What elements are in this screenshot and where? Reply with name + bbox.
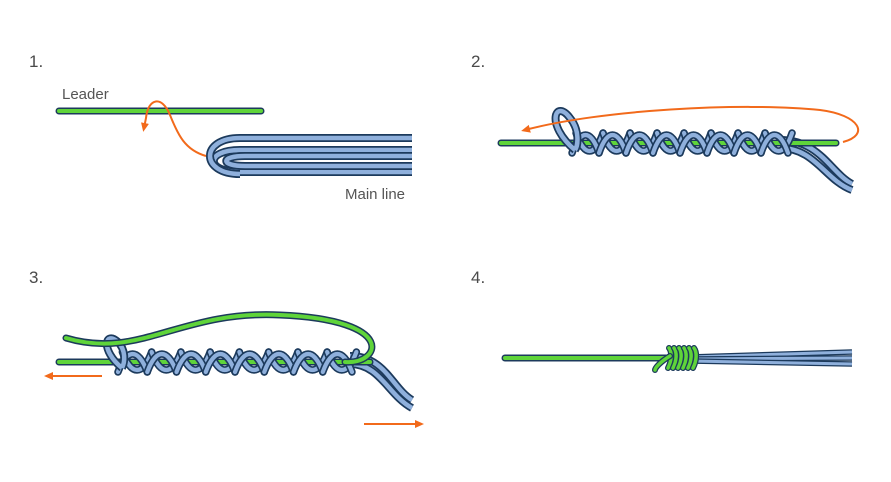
- main-line-label: Main line: [345, 186, 406, 203]
- wrap-front-fill: [596, 132, 629, 156]
- step-4-tag-end-fill: [653, 354, 672, 372]
- knot-turn-fill: [671, 346, 678, 370]
- wrap-front-fill: [203, 351, 238, 375]
- wrap-front-fill: [291, 351, 325, 375]
- step-3-wraps: [114, 348, 361, 376]
- step-2-illustration: [497, 105, 860, 194]
- knot-turn-fill: [686, 346, 693, 370]
- step-3-leader-arc: [62, 311, 376, 366]
- wrap-front-fill: [758, 132, 791, 156]
- step-1-main-line-loop: [206, 134, 412, 178]
- wrap-front-fill: [262, 351, 296, 375]
- step-2-loop-start-fill: [553, 108, 580, 152]
- step-4-number: 4.: [471, 268, 486, 287]
- wrap-front-fill: [677, 132, 710, 156]
- knot-turn-fill: [681, 346, 688, 370]
- step-1-illustration: [55, 100, 412, 178]
- step-4-knot: [665, 345, 700, 371]
- step-4-illustration: [501, 345, 853, 373]
- knot-turn-fill: [691, 346, 698, 370]
- leader-label: Leader: [62, 86, 109, 103]
- step-3-number: 3.: [29, 268, 44, 287]
- step-2-number: 2.: [471, 52, 486, 71]
- step-2-main-line-tail: [779, 136, 855, 194]
- step-3-illustration: [44, 311, 424, 428]
- step-4-main-line: [689, 349, 853, 367]
- knot-turn-fill: [676, 346, 683, 370]
- wrap-front-fill: [174, 351, 208, 375]
- wrap-front-fill: [731, 132, 764, 156]
- step-1-number: 1.: [29, 52, 44, 71]
- step-2-direction-arrow: [521, 105, 860, 143]
- step-1-direction-arrow: [141, 100, 207, 157]
- wrap-front-fill: [704, 132, 737, 156]
- wrap-front-fill: [623, 132, 656, 156]
- wrap-front-fill: [145, 351, 179, 375]
- step-2-wraps: [568, 129, 796, 157]
- wrap-front-fill: [650, 132, 683, 156]
- wrap-front-fill: [320, 351, 355, 375]
- wrap-front-fill: [232, 351, 267, 375]
